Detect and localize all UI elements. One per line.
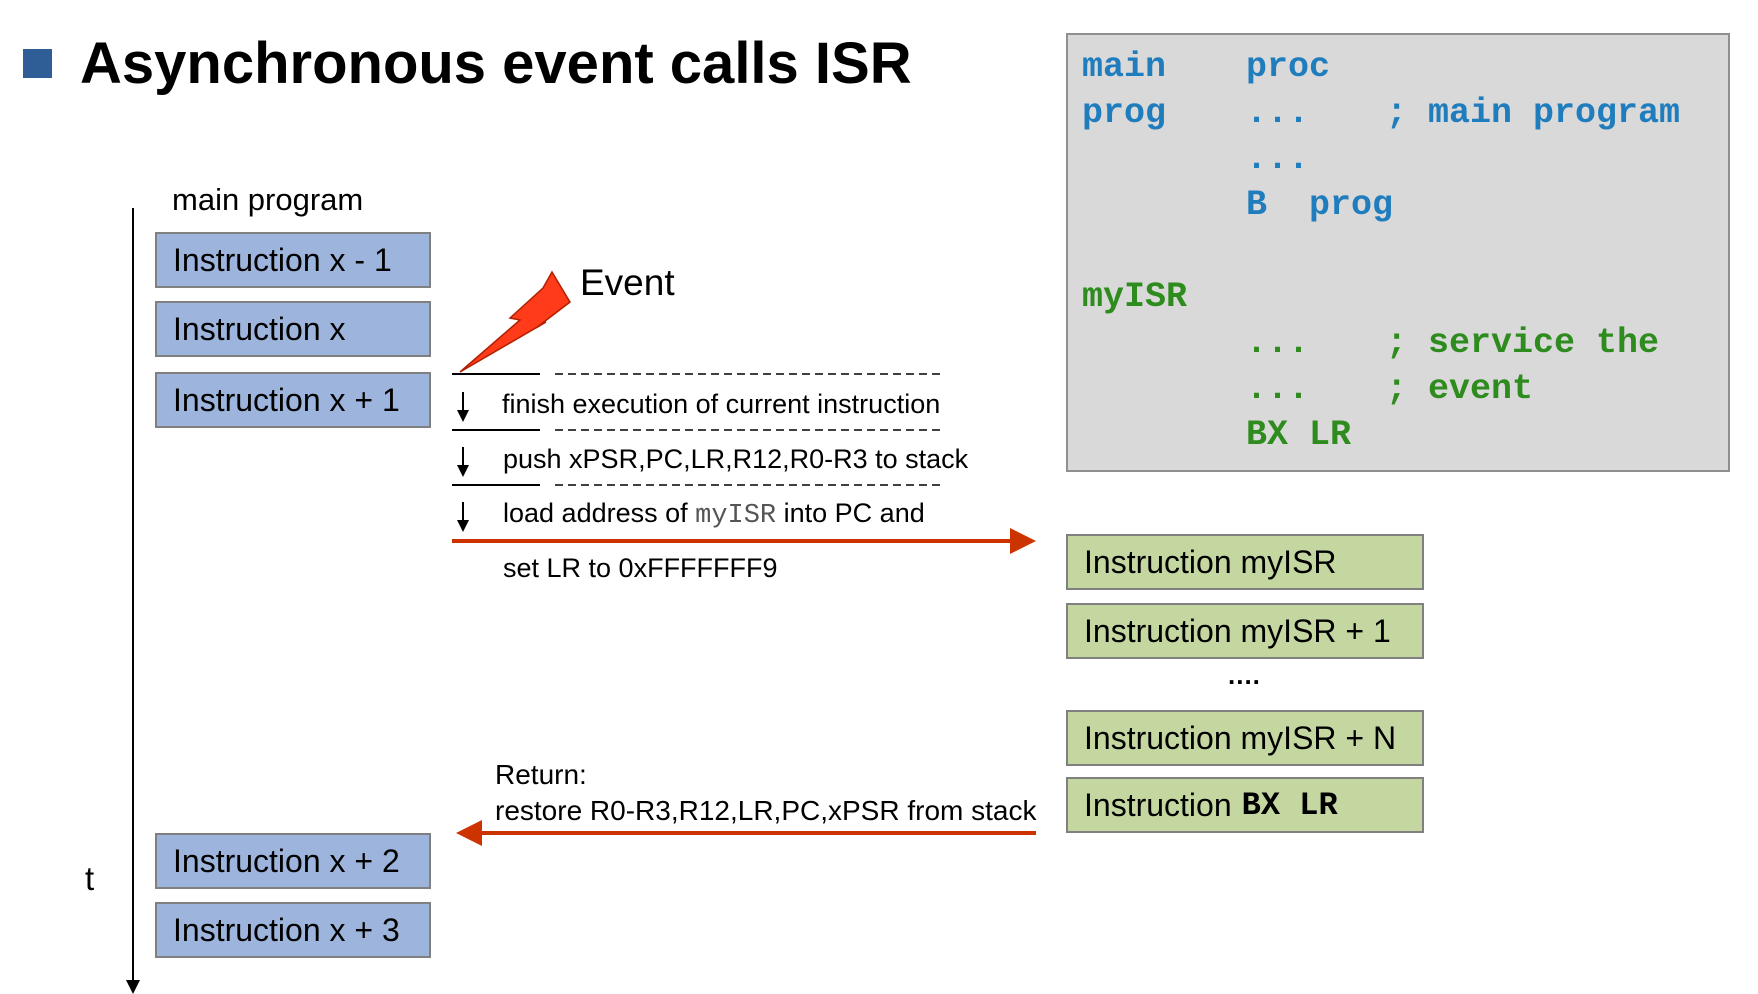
main-instruction-box: Instruction x + 2 <box>155 833 431 889</box>
return-line-2: restore R0-R3,R12,LR,PC,xPSR from stack <box>495 795 1037 826</box>
return-line-1: Return: <box>495 759 587 790</box>
step-push: push xPSR,PC,LR,R12,R0-R3 to stack <box>503 444 969 474</box>
code-prog-op: ... <box>1246 93 1310 133</box>
time-axis-label: t <box>85 860 95 897</box>
call-arrowhead <box>1010 528 1036 554</box>
main-instruction-box: Instruction x + 1 <box>155 372 431 428</box>
step-load-prefix: load address of <box>503 498 696 528</box>
code-isr-label: myISR <box>1082 277 1188 317</box>
isr-instruction-box: Instruction myISR <box>1066 534 1424 590</box>
step-set-lr: set LR to 0xFFFFFFF9 <box>503 553 778 583</box>
code-listing-panel: main proc prog ... ; main program ... B … <box>1066 33 1730 472</box>
code-isr-return: BX LR <box>1246 415 1352 455</box>
main-instruction-box: Instruction x - 1 <box>155 232 431 288</box>
step-load-suffix: into PC and <box>776 498 925 528</box>
code-branch-line: B prog <box>1246 185 1394 225</box>
return-arrowhead <box>456 820 482 846</box>
step-load-code: myISR <box>695 501 777 531</box>
code-prog-label: prog <box>1082 93 1167 133</box>
main-instruction-box: Instruction x <box>155 301 431 357</box>
code-isr-op-1: ... <box>1246 323 1310 363</box>
code-prog-comment: ; main program <box>1386 93 1681 133</box>
event-label: Event <box>580 262 675 303</box>
main-program-label: main program <box>172 182 364 217</box>
step-load: load address of myISR into PC and <box>503 498 925 531</box>
step-finish: finish execution of current instruction <box>502 389 941 419</box>
main-instruction-box: Instruction x + 3 <box>155 902 431 958</box>
isr-instruction-box: Instruction myISR + N <box>1066 710 1424 766</box>
code-ellipsis-line: ... <box>1246 139 1310 179</box>
code-isr-comment-1: ; service the <box>1386 323 1660 363</box>
bx-code: BX LR <box>1241 786 1338 824</box>
title-bullet <box>23 49 52 78</box>
return-text: Return: restore R0-R3,R12,LR,PC,xPSR fro… <box>495 757 1037 829</box>
slide-title: Asynchronous event calls ISR <box>80 31 912 96</box>
isr-ellipsis: .... <box>1228 660 1261 690</box>
time-axis-arrowhead <box>126 980 140 994</box>
code-main-directive: proc <box>1246 47 1331 87</box>
code-main-label: main <box>1082 47 1167 87</box>
bx-prefix: Instruction <box>1084 786 1232 823</box>
code-isr-comment-2: ; event <box>1386 369 1534 409</box>
code-isr-op-2: ... <box>1246 369 1310 409</box>
isr-instruction-box: Instruction myISR + 1 <box>1066 603 1424 659</box>
lightning-bolt-icon <box>459 270 571 373</box>
